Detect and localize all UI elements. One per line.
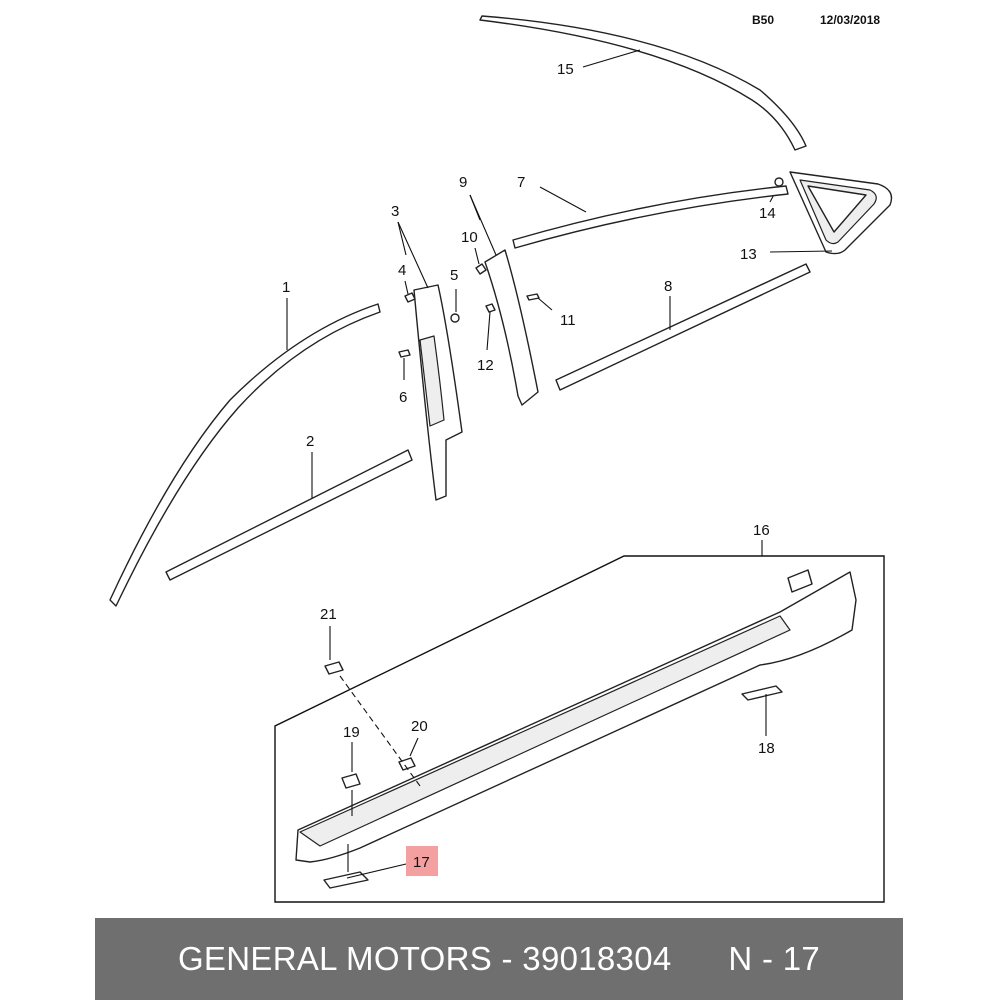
callout-14: 14 [759,205,776,222]
part-7-molding [512,185,789,249]
callout-20: 20 [411,718,428,735]
part-9-applique [484,249,539,406]
part-1-molding [109,303,381,607]
callout-5: 5 [450,267,458,284]
callout-13: 13 [740,246,757,263]
part-19-clip [341,773,361,789]
callout-2: 2 [306,433,314,450]
callout-10: 10 [461,229,478,246]
callout-15: 15 [557,61,574,78]
part-17-highlight [406,846,438,876]
diagram-code: B50 [752,13,775,27]
part-5-clip [450,313,460,323]
callout-1: 1 [282,279,290,296]
part-4-clip [404,292,416,303]
callout-3: 3 [391,203,399,220]
part-10-clip [475,263,487,275]
diagram-date: 12/03/2018 [820,13,881,27]
callout-9: 9 [459,174,467,191]
part-16-frame [274,555,885,903]
footer-index: N - 17 [728,940,821,977]
part-6-clip [398,349,411,358]
part-18-cap [741,685,783,701]
callout-21: 21 [320,606,337,623]
callout-18: 18 [758,740,775,757]
callout-16: 16 [753,522,770,539]
callout-8: 8 [664,278,672,295]
footer-text: GENERAL MOTORS - 39018304 N - 17 [178,940,820,978]
part-12-clip [485,303,496,313]
callout-11: 11 [560,312,576,329]
callout-12: 12 [477,357,494,374]
footer-separator: - [492,940,523,977]
part-14-clip [774,177,784,187]
part-2-belt-molding [165,449,413,581]
footer-brand: GENERAL MOTORS [177,940,493,977]
part-20-clip [398,757,416,771]
callout-17: 17 [413,854,430,871]
part-21-clip [324,661,344,675]
footer-spacer [672,940,729,977]
callout-4: 4 [398,262,406,279]
footer-banner: GENERAL MOTORS - 39018304 N - 17 [95,918,903,1000]
part-8-belt-molding [555,263,811,391]
callout-7: 7 [517,174,525,191]
callout-19: 19 [343,724,360,741]
footer-part-number: 39018304 [522,940,672,977]
callout-6: 6 [399,389,407,406]
part-11-screw [526,293,540,301]
part-15-molding [479,15,807,151]
